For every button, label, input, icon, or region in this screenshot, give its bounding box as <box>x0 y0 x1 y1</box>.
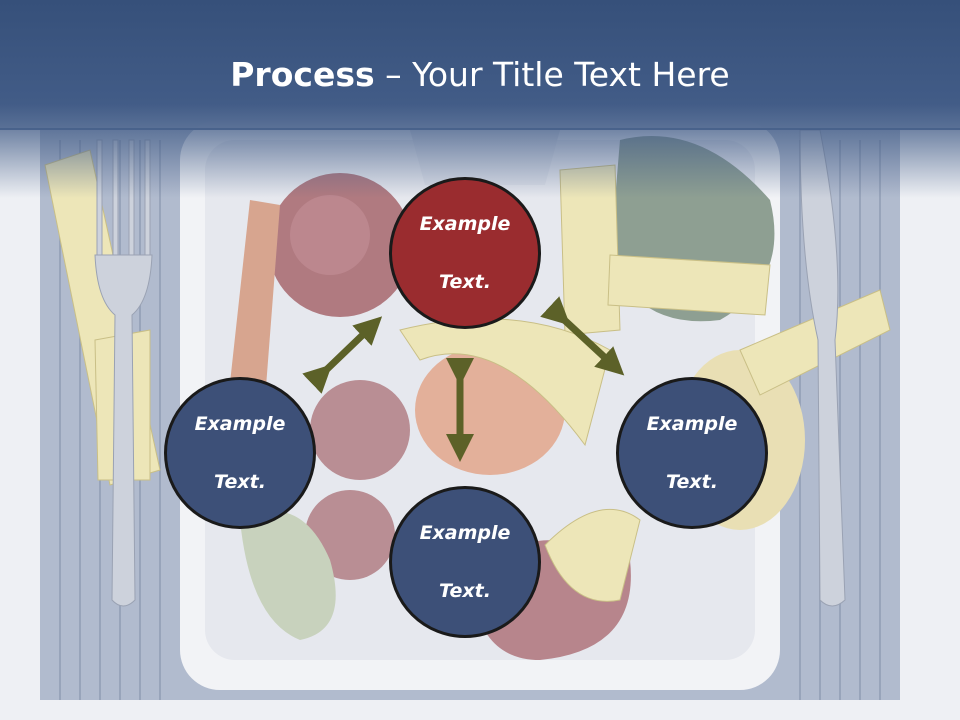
title-bar <box>0 0 960 130</box>
node-bottom-line1: Example <box>419 521 511 544</box>
node-top-line2: Text. <box>439 270 491 293</box>
node-left-line2: Text. <box>214 470 266 493</box>
title-rest: – Your Title Text Here <box>374 55 730 94</box>
title-bold: Process <box>230 55 375 94</box>
node-right-line2: Text. <box>666 470 718 493</box>
arrow-top-left <box>302 316 383 394</box>
slide-title[interactable]: Process – Your Title Text Here <box>0 52 960 98</box>
arrow-top-right <box>540 296 625 376</box>
node-left-line1: Example <box>194 412 286 435</box>
node-top-line1: Example <box>419 212 511 235</box>
node-right-line1: Example <box>646 412 738 435</box>
node-bottom-line2: Text. <box>439 579 491 602</box>
